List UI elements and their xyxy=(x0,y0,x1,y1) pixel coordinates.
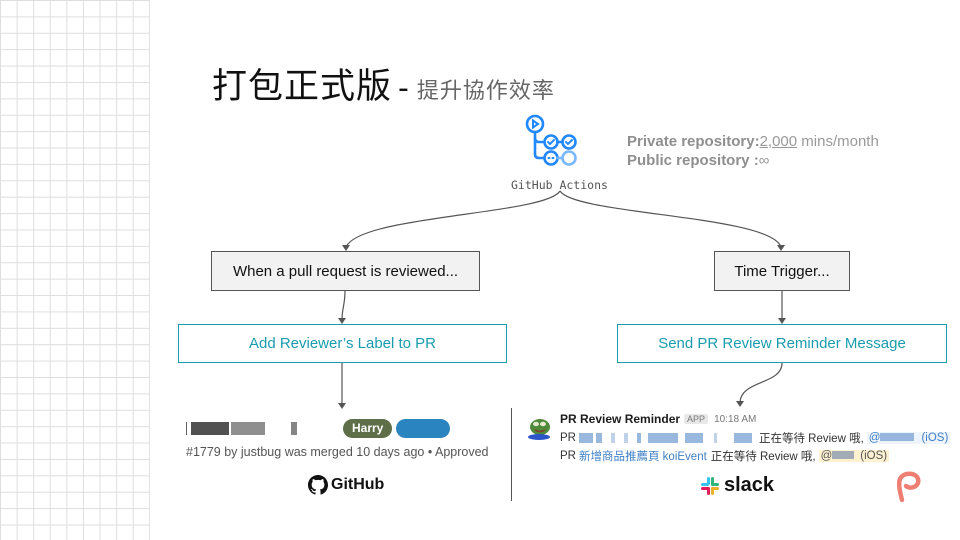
github-actions-label: GitHub Actions xyxy=(511,178,608,192)
private-repo-label: Private repository xyxy=(627,133,755,150)
github-logo-text: GitHub xyxy=(331,476,385,493)
github-pr-meta: #1779 by justbug was merged 10 days ago … xyxy=(186,445,489,459)
add-reviewer-label-action-box: Add Reviewer’s Label to PR xyxy=(178,324,507,363)
redacted-link[interactable] xyxy=(610,433,615,443)
background-grid xyxy=(0,0,150,540)
github-pr-title-row: Harry xyxy=(186,418,451,438)
redacted-link[interactable] xyxy=(733,433,752,443)
github-actions-icon xyxy=(525,114,577,166)
mention-tag: (iOS) xyxy=(921,432,949,444)
line-suffix: 正在等待 Review 哦, xyxy=(710,451,816,463)
arrow-to-pr-trigger xyxy=(345,190,561,248)
pr-link[interactable]: 新增商品推薦頁 koiEvent xyxy=(578,451,707,463)
slack-message-header: PR Review Reminder APP 10:18 AM xyxy=(560,412,756,426)
line-prefix: PR xyxy=(560,450,576,462)
slack-message-line: PR 正在等待 Review 哦, @ (iOS) xyxy=(560,430,951,446)
user-mention[interactable]: @ (iOS) xyxy=(818,450,890,462)
redacted-link[interactable] xyxy=(647,433,678,443)
arrow-to-time-trigger xyxy=(559,190,782,248)
mention-at: @ xyxy=(868,432,881,444)
redacted-link[interactable] xyxy=(595,433,602,443)
redacted-link[interactable] xyxy=(578,433,593,443)
slide-title: 打包正式版-提升協作效率 xyxy=(212,58,555,109)
time-trigger-box: Time Trigger... xyxy=(714,251,850,291)
reviewer-label-harry: Harry xyxy=(343,418,393,438)
redacted-link[interactable] xyxy=(684,433,703,443)
slack-logo-text: slack xyxy=(724,474,775,496)
repo-pricing-info: Private repository:2,000 mins/month Publ… xyxy=(627,132,879,170)
redacted-username xyxy=(832,451,855,459)
redacted-link[interactable] xyxy=(713,433,717,443)
title-main: 打包正式版 xyxy=(212,67,393,107)
message-time[interactable]: 10:18 AM xyxy=(714,413,757,425)
redacted-link[interactable] xyxy=(636,433,641,443)
github-logo: GitHub xyxy=(308,475,384,495)
line-prefix: PR xyxy=(560,432,576,444)
mention-at: @ xyxy=(820,450,833,462)
reviewer-label-redacted xyxy=(396,418,451,438)
public-repo-value: ∞ xyxy=(758,152,770,169)
user-mention[interactable]: @ (iOS) xyxy=(866,432,951,444)
send-reminder-action-box: Send PR Review Reminder Message xyxy=(617,324,947,363)
title-separator: - xyxy=(398,71,409,106)
private-repo-sep: : xyxy=(754,133,760,150)
public-repo-label: Public repository xyxy=(627,152,754,169)
slack-hash-icon xyxy=(701,476,719,495)
redacted-link[interactable] xyxy=(623,433,628,443)
private-repo-line: Private repository:2,000 mins/month xyxy=(627,132,879,151)
redacted-text xyxy=(231,421,265,435)
app-badge: APP xyxy=(684,414,709,424)
mention-tag: (iOS) xyxy=(860,450,888,462)
private-repo-value: 2,000 xyxy=(759,133,798,150)
section-divider xyxy=(511,408,512,501)
private-repo-unit: mins/month xyxy=(797,133,879,150)
arrow-to-label-action xyxy=(341,290,346,321)
arrow-to-slack-example xyxy=(739,362,783,404)
bot-avatar-icon xyxy=(528,419,550,440)
arrowhead xyxy=(736,401,744,407)
redacted-text xyxy=(291,421,297,435)
title-subtitle: 提升協作效率 xyxy=(416,79,555,104)
pr-reviewed-trigger-box: When a pull request is reviewed... xyxy=(211,251,480,291)
github-octocat-icon xyxy=(308,475,328,495)
redacted-text xyxy=(191,421,229,435)
line-suffix: 正在等待 Review 哦, xyxy=(758,433,864,445)
public-repo-line: Public repository :∞ xyxy=(627,151,879,170)
public-repo-sep: : xyxy=(753,152,759,169)
bot-name[interactable]: PR Review Reminder xyxy=(560,412,681,426)
slack-message-line: PR 新增商品推薦頁 koiEvent 正在等待 Review 哦, @ (iOS… xyxy=(560,448,890,464)
redacted-username xyxy=(880,433,915,441)
arrowhead xyxy=(338,403,346,409)
pinkoi-logo-icon xyxy=(896,471,921,502)
redacted-text xyxy=(186,421,187,435)
slack-logo: slack xyxy=(700,474,774,497)
